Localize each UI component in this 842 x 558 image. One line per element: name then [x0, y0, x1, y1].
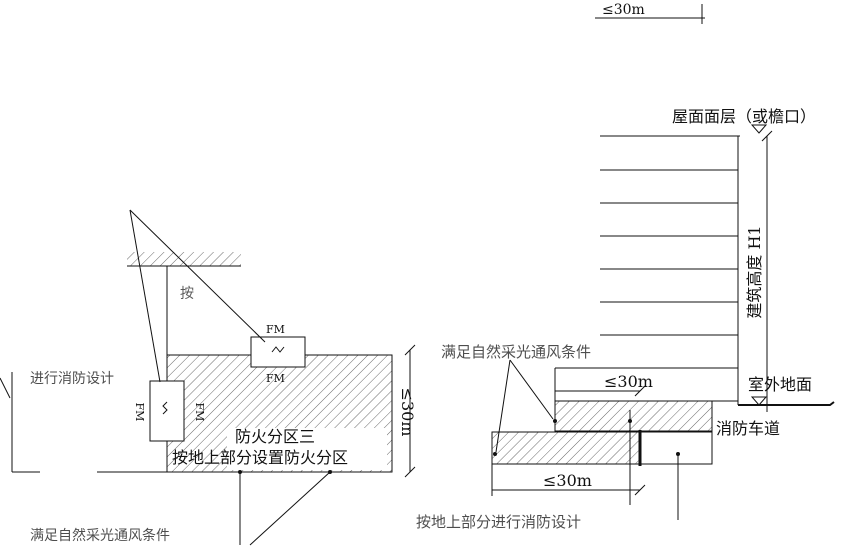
right-dimension-tick-top	[404, 344, 416, 356]
height-tick-top	[761, 130, 773, 142]
partial-label-2: 满足自然采光通风条件	[30, 527, 170, 544]
leader-line-a	[495, 359, 511, 453]
ground-level-marker	[750, 396, 768, 406]
fire-door-vertical: FM FM	[133, 380, 206, 442]
basement-slab-right	[639, 431, 713, 465]
podium-slab	[554, 400, 713, 432]
basement-slab-left	[491, 431, 641, 465]
right-dimension-label: ≤30m	[398, 388, 417, 437]
fire-door-label-right: FM	[193, 403, 206, 422]
partial-label-5: 按地上部分进行消防设计	[416, 513, 581, 531]
outdoor-ground-line	[738, 401, 835, 406]
leader-line-e	[129, 209, 266, 343]
roof-level-label: 屋面面层（或檐口）	[672, 107, 816, 126]
fire-door-label-bottom: FM	[266, 372, 285, 385]
zone-name-label: 防火分区三	[235, 427, 315, 446]
podium-section: ≤30m ≤30m 满足自然采光通风条件 按地上部分进行消防设计	[416, 343, 738, 531]
podium-dimension-label: ≤30m	[604, 372, 653, 391]
floor-lines	[555, 169, 738, 369]
roof-level-marker	[750, 124, 768, 134]
top-dimension: ≤30m	[595, 2, 705, 24]
leader-line-g	[249, 471, 331, 546]
partial-label-3: 进行消防设计	[30, 371, 114, 387]
bottom-dimension-label: ≤30m	[543, 471, 592, 490]
fire-lane-label: 消防车道	[716, 419, 780, 438]
zone-rule-label: 按地上部分设置防火分区	[172, 448, 348, 467]
upper-slab	[127, 252, 241, 266]
outdoor-ground-label: 室外地面	[748, 375, 812, 394]
left-edge-tick	[0, 377, 11, 399]
leader-line-b	[509, 359, 554, 420]
building-section: 屋面面层（或檐口） 建筑高度 H1 室外地面 消防车道	[555, 107, 835, 438]
partial-label-4: 满足自然采光通风条件	[441, 343, 591, 361]
leader-line-d	[129, 209, 161, 383]
bottom-dimension-tick	[634, 484, 646, 496]
right-dimension-tick-bottom	[404, 466, 416, 478]
building-height-label: 建筑高度 H1	[745, 225, 764, 318]
fire-door-label-left: FM	[133, 403, 146, 422]
top-dimension-label: ≤30m	[602, 2, 645, 18]
partial-label-1: 按	[180, 286, 194, 302]
fire-door-horizontal: FM FM	[250, 323, 306, 385]
podium-dimension-tick	[634, 385, 646, 397]
fire-zone-section: 防火分区三 按地上部分设置防火分区 FM FM FM FM ≤30m 按 进行消…	[0, 209, 417, 546]
zone-label-backdrop	[227, 428, 387, 470]
fire-door-label-top: FM	[266, 323, 285, 336]
